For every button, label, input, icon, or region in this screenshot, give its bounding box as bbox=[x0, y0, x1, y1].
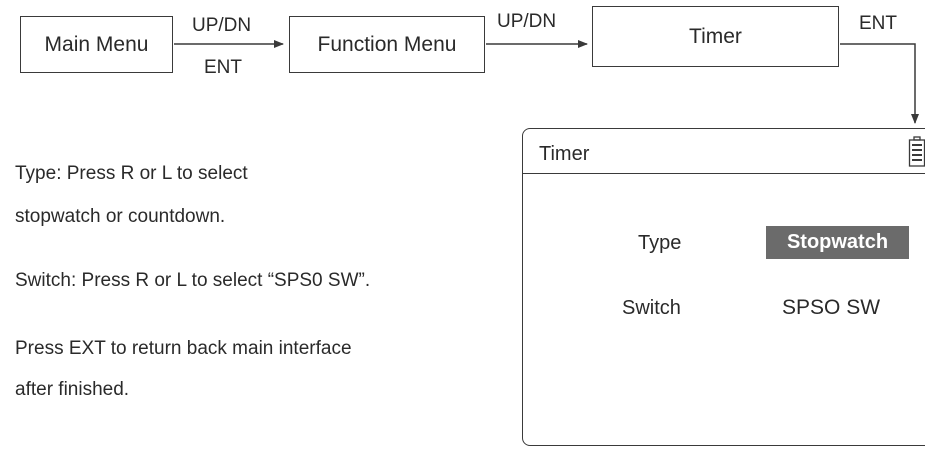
switch-value[interactable]: SPSO SW bbox=[782, 296, 881, 319]
arrow-timer-to-screen bbox=[840, 43, 919, 124]
exit-note-line2: after finished. bbox=[15, 379, 130, 400]
exit-note-line1: Press EXT to return back main interface bbox=[15, 338, 352, 359]
arrow3-top-label: ENT bbox=[859, 13, 897, 34]
battery-icon bbox=[908, 136, 925, 167]
arrow1-top-label: UP/DN bbox=[192, 15, 252, 36]
type-value-text: Stopwatch bbox=[786, 231, 889, 253]
type-label: Type bbox=[638, 232, 682, 254]
screen-title: Timer bbox=[539, 143, 590, 165]
arrow2-top-label: UP/DN bbox=[497, 11, 557, 32]
timer-screen: Timer Type Stopwatch Switch SPSO SW bbox=[522, 128, 925, 446]
switch-label: Switch bbox=[622, 297, 681, 319]
type-note-line1: Type: Press R or L to select bbox=[15, 163, 248, 184]
timer-box-label: Timer bbox=[689, 24, 742, 48]
type-note-line2: stopwatch or countdown. bbox=[15, 206, 226, 227]
main-menu-label: Main Menu bbox=[44, 32, 149, 56]
main-menu-box: Main Menu bbox=[20, 16, 173, 73]
function-menu-box: Function Menu bbox=[289, 16, 485, 73]
function-menu-label: Function Menu bbox=[317, 32, 457, 56]
screen-header: Timer bbox=[523, 129, 925, 174]
timer-box: Timer bbox=[592, 6, 839, 67]
arrow1-bottom-label: ENT bbox=[204, 57, 242, 78]
type-value-selected[interactable]: Stopwatch bbox=[766, 226, 909, 259]
switch-note: Switch: Press R or L to select “SPS0 SW”… bbox=[15, 270, 371, 291]
